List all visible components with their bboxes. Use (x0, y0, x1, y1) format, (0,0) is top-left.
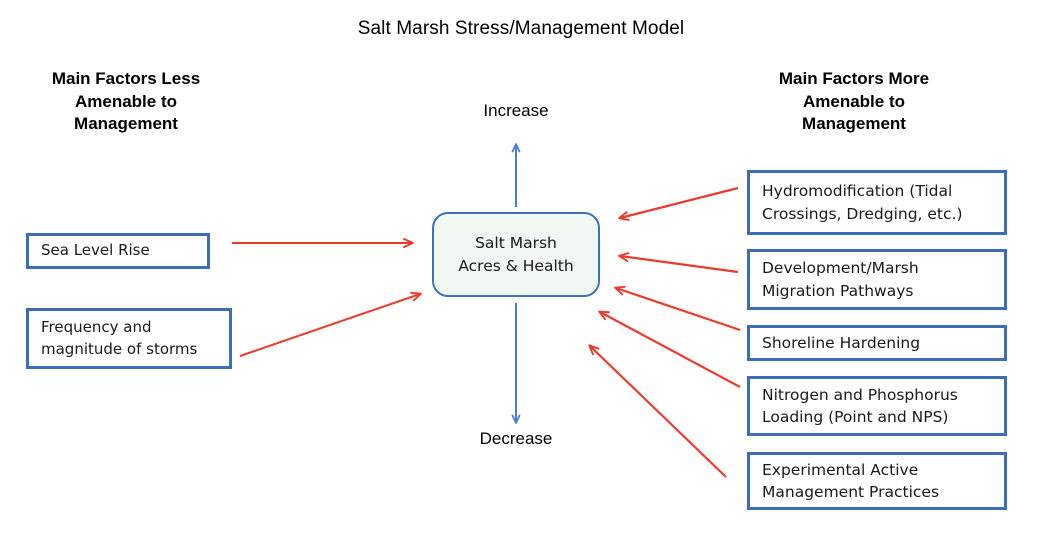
axis-label-decrease: Decrease (479, 429, 553, 448)
connector-hydromodification (618, 186, 739, 221)
left-factor-box-storm-frequency[interactable]: Frequency and magnitude of storms (26, 308, 232, 369)
left-factor-label: Frequency and magnitude of storms (41, 317, 198, 358)
right-factor-label: Shoreline Hardening (762, 333, 921, 352)
right-factor-box-hydromodification[interactable]: Hydromodification (Tidal Crossings, Dred… (747, 170, 1007, 235)
right-factor-box-nitrogen-phosphorus[interactable]: Nitrogen and Phosphorus Loading (Point a… (747, 376, 1007, 436)
connector-nitrogen-phosphorus (598, 310, 741, 388)
connector-development-migration (618, 252, 739, 274)
right-factor-label: Nitrogen and Phosphorus Loading (Point a… (762, 385, 958, 426)
connector-storm-frequency (239, 291, 422, 357)
center-node-salt-marsh[interactable]: Salt Marsh Acres & Health (432, 212, 600, 297)
right-factor-box-shoreline-hardening[interactable]: Shoreline Hardening (747, 325, 1007, 361)
left-factor-label: Sea Level Rise (41, 241, 150, 260)
center-node-label: Salt Marsh Acres & Health (458, 234, 574, 275)
right-column-header: Main Factors More Amenable to Management (778, 69, 930, 134)
right-factor-box-development-migration[interactable]: Development/Marsh Migration Pathways (747, 249, 1007, 310)
right-factor-box-experimental-management[interactable]: Experimental Active Management Practices (747, 452, 1007, 510)
right-factor-label: Experimental Active Management Practices (762, 460, 940, 501)
right-factor-label: Hydromodification (Tidal Crossings, Dred… (762, 182, 963, 223)
page-title: Salt Marsh Stress/Management Model (357, 18, 685, 39)
connector-shoreline-hardening (614, 285, 741, 332)
left-factor-box-sea-level-rise[interactable]: Sea Level Rise (26, 233, 210, 269)
right-factor-label: Development/Marsh Migration Pathways (762, 259, 919, 300)
axis-label-increase: Increase (483, 101, 549, 120)
left-column-header: Main Factors Less Amenable to Management (51, 69, 201, 134)
connector-experimental-management (588, 344, 727, 478)
